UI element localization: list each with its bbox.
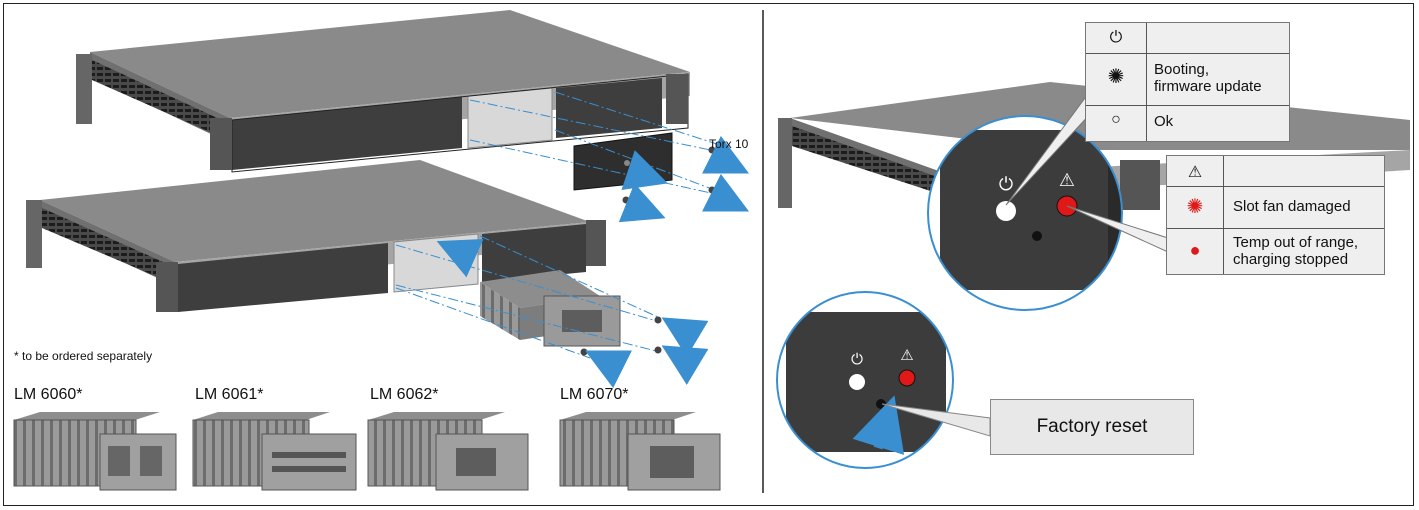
led-off-icon: ○: [1111, 111, 1121, 128]
svg-text:⚠: ⚠: [1059, 170, 1075, 191]
factory-reset-label: Factory reset: [1036, 416, 1148, 437]
module-lm6061-image: [192, 412, 357, 491]
svg-text:⏻: ⏻: [999, 174, 1013, 195]
red-led-icon: ●: [1189, 240, 1201, 260]
svg-text:⚠: ⚠: [900, 346, 913, 364]
module-lm6060-image: [13, 412, 177, 491]
module-lm6070-image: [559, 412, 721, 491]
torx-label: Torx 10: [709, 137, 749, 151]
module-lm6062-image: [367, 412, 529, 491]
module-exploded: [480, 270, 621, 347]
factory-reset-zoom: ⏻ ⚠: [776, 291, 954, 469]
assembly-guides-top: [469, 91, 721, 196]
rack-unit-top: [76, 10, 690, 173]
power-icon: ⏻: [1109, 29, 1123, 46]
rack-unit-bottom: [26, 160, 606, 312]
blinking-led-icon: ✺: [1107, 66, 1125, 88]
module-label-lm6060: LM 6060*: [14, 386, 83, 403]
legend-slot-fan-damaged: Slot fan damaged: [1233, 198, 1351, 215]
module-label-lm6062: LM 6062*: [370, 386, 439, 403]
legend-temp-out-of-range: Temp out of range, charging stopped: [1233, 234, 1359, 268]
svg-text:⏻: ⏻: [851, 350, 863, 368]
module-label-lm6061: LM 6061*: [195, 386, 264, 403]
module-label-lm6070: LM 6070*: [560, 386, 629, 403]
factory-reset-callout: Factory reset: [990, 399, 1194, 455]
legend-booting: Booting, firmware update: [1154, 61, 1262, 95]
warning-icon: ⚠: [1187, 164, 1203, 181]
arrows-top: [618, 135, 750, 223]
screws-bottom: [580, 316, 662, 356]
warning-led-legend: ⚠ ✺ ● Slot fan damaged Temp out of range…: [1166, 155, 1385, 275]
red-blinking-led-icon: ✺: [1186, 196, 1204, 218]
legend-ok: Ok: [1154, 113, 1174, 130]
footnote: * to be ordered separately: [14, 349, 153, 363]
diagram-frame: [3, 3, 1414, 506]
blank-panel-exploded: [573, 132, 673, 191]
arrows-bottom: [436, 239, 709, 389]
power-led-legend: ⏻ ✺ ○ Booting, firmware update Ok: [1085, 22, 1290, 142]
